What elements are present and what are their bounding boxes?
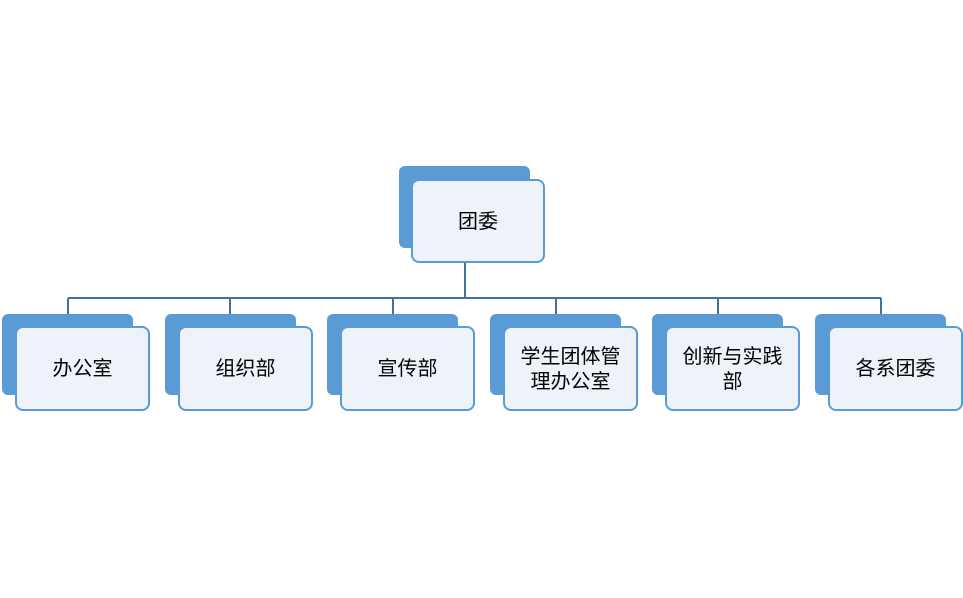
child-node-box: 组织部 — [178, 326, 313, 411]
child-label: 办公室 — [52, 356, 113, 380]
child-label: 各系团委 — [855, 356, 936, 380]
child-label: 组织部 — [215, 356, 276, 380]
child-node-box: 学生团体管理办公室 — [503, 326, 638, 411]
child-node-box: 办公室 — [15, 326, 150, 411]
root-node-box: 团委 — [411, 179, 545, 263]
child-label: 宣传部 — [377, 356, 438, 380]
child-node-box: 宣传部 — [340, 326, 475, 411]
child-label: 学生团体管理办公室 — [520, 343, 621, 393]
root-label: 团委 — [458, 208, 498, 233]
child-node-box: 各系团委 — [828, 326, 963, 411]
child-label: 创新与实践部 — [682, 343, 783, 393]
child-node-box: 创新与实践部 — [665, 326, 800, 411]
